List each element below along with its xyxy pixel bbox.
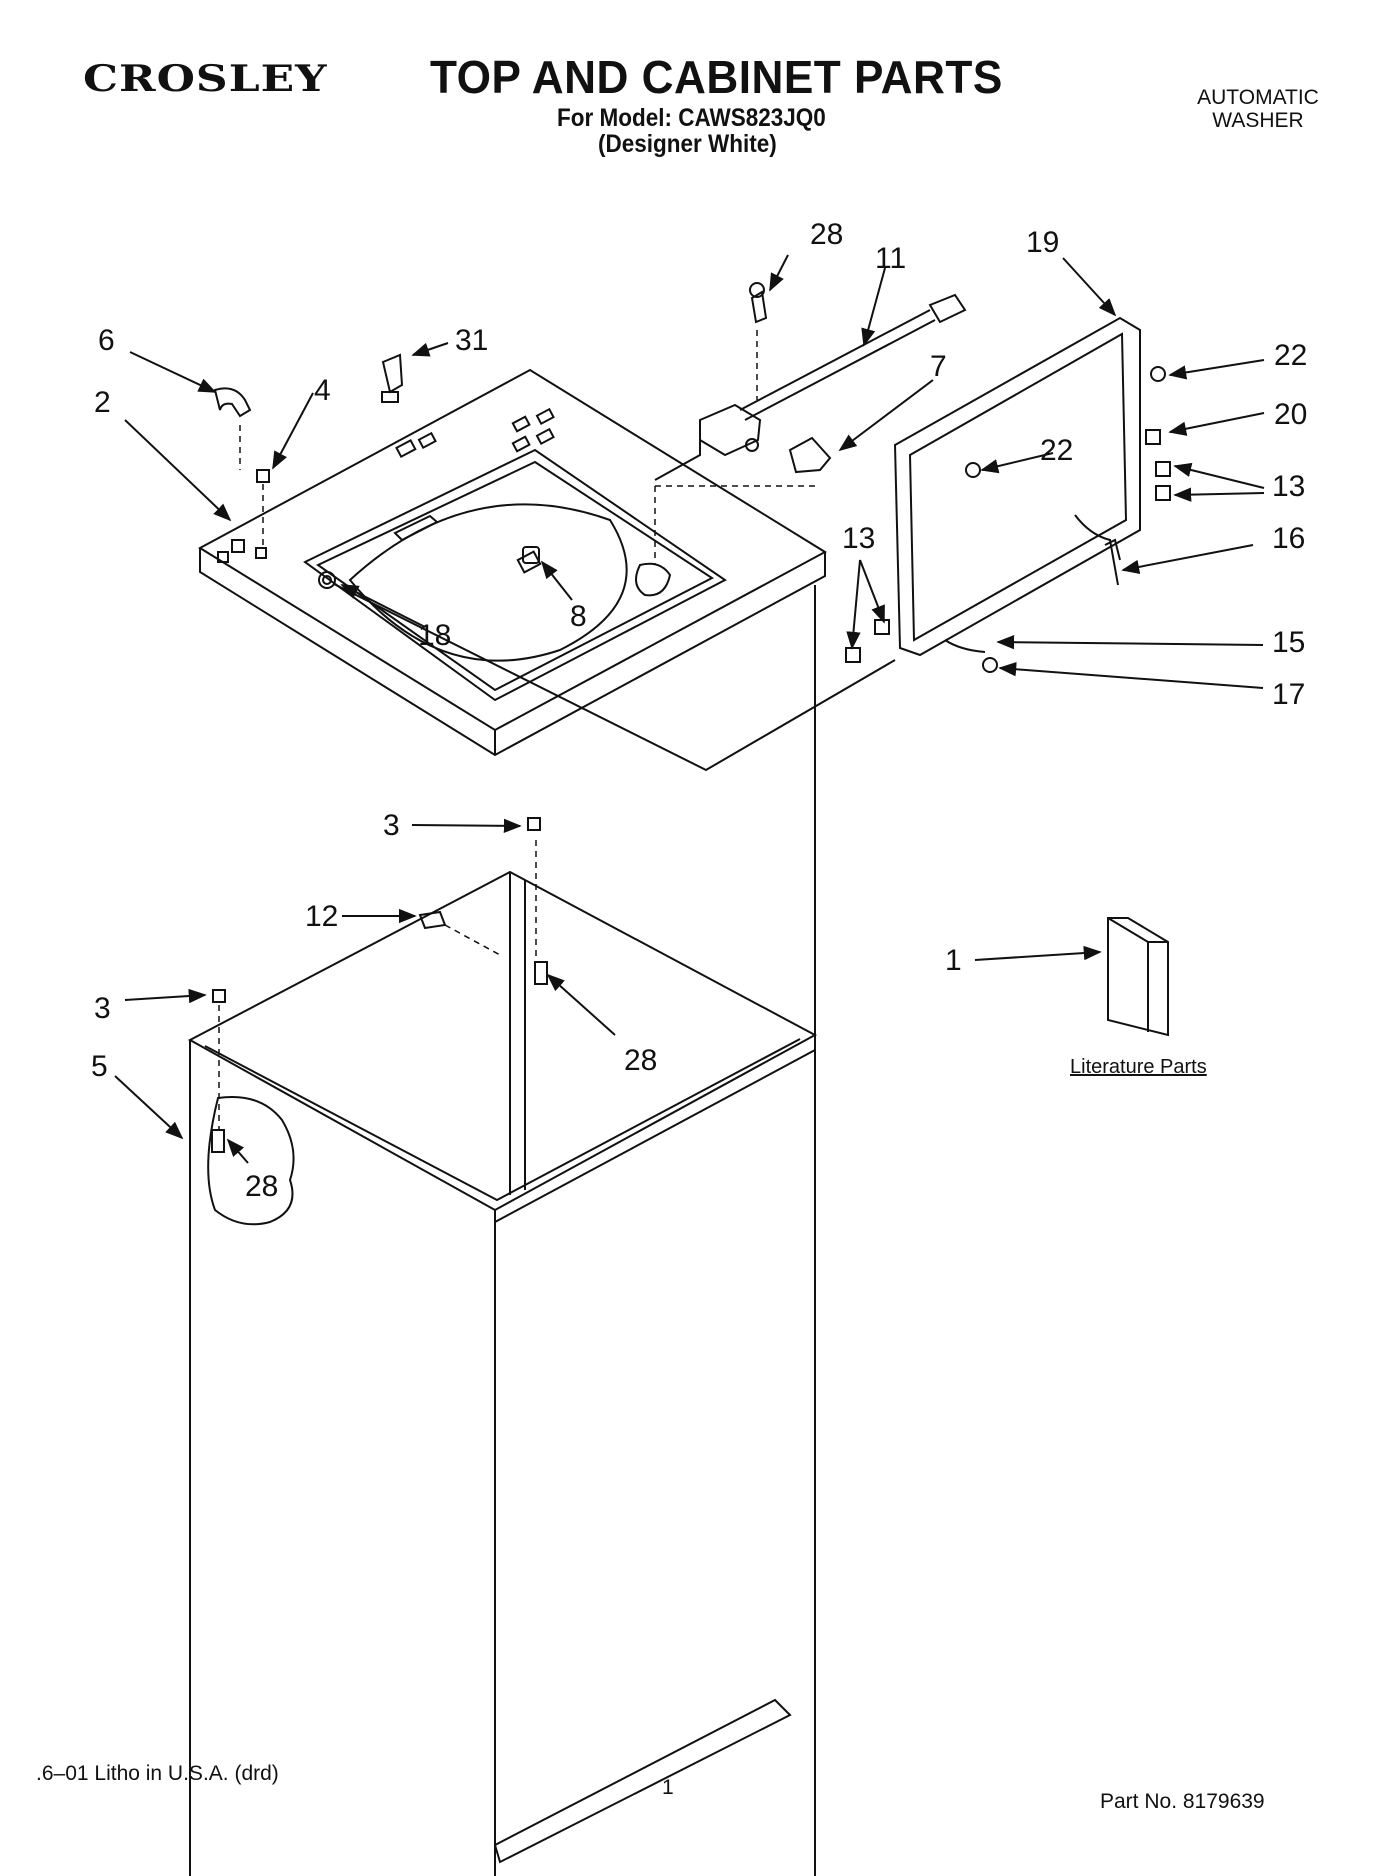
- callout-17: 17: [1272, 678, 1305, 711]
- cabinet: [187, 817, 818, 1876]
- top-panel: [198, 368, 827, 757]
- callout-12: 12: [305, 900, 338, 933]
- literature-parts-label: Literature Parts: [1070, 1056, 1207, 1078]
- callout-7: 7: [930, 350, 947, 383]
- lid-hinge-parts: [213, 353, 404, 483]
- center-screw: [522, 546, 540, 564]
- callout-16: 16: [1272, 522, 1305, 555]
- console-frame: [845, 316, 1171, 673]
- model-number: For Model: CAWS823JQ0: [557, 104, 826, 132]
- callout-2: 2: [94, 386, 111, 419]
- callout-28-top: 28: [810, 218, 843, 251]
- callout-22-top: 22: [1274, 339, 1307, 372]
- appliance-type-line-2: WASHER: [1212, 109, 1304, 132]
- callout-4: 4: [314, 374, 331, 407]
- assembly-guide-lines: [218, 330, 896, 1130]
- callout-11: 11: [875, 242, 906, 275]
- literature-pack: [1107, 917, 1169, 1037]
- page-title: TOP AND CABINET PARTS: [430, 51, 1003, 103]
- appliance-type-line-1: AUTOMATIC: [1197, 86, 1319, 109]
- callout-20: 20: [1274, 398, 1307, 431]
- callout-3-top: 3: [383, 809, 400, 842]
- callout-13-left: 13: [842, 522, 875, 555]
- callout-3-left: 3: [94, 992, 111, 1025]
- page-number: 1: [662, 1776, 674, 1799]
- callout-13-right: 13: [1272, 470, 1305, 503]
- print-info: .6–01 Litho in U.S.A. (drd): [36, 1762, 279, 1785]
- callout-28-mid: 28: [624, 1044, 657, 1077]
- callout-6: 6: [98, 324, 115, 357]
- color-variant: (Designer White): [598, 130, 777, 158]
- callout-5: 5: [91, 1050, 108, 1083]
- part-number: Part No. 8179639: [1100, 1790, 1265, 1813]
- brand-logo: CROSLEY: [83, 58, 328, 100]
- callout-19: 19: [1026, 226, 1059, 259]
- actuator: [788, 436, 832, 474]
- callout-28-bottom: 28: [245, 1170, 278, 1203]
- callout-arrows: [114, 254, 1265, 1164]
- callout-22-mid: 22: [1040, 434, 1073, 467]
- callout-labels: 28 11 19 6 31 4 2 7 22 20 22 13 16 13 8 …: [91, 218, 1307, 1203]
- callout-31: 31: [455, 324, 488, 357]
- callout-1: 1: [945, 944, 962, 977]
- appliance-type: AUTOMATIC WASHER: [1188, 86, 1328, 132]
- callout-15: 15: [1272, 626, 1305, 659]
- callout-8: 8: [570, 600, 587, 633]
- callout-18: 18: [418, 619, 451, 652]
